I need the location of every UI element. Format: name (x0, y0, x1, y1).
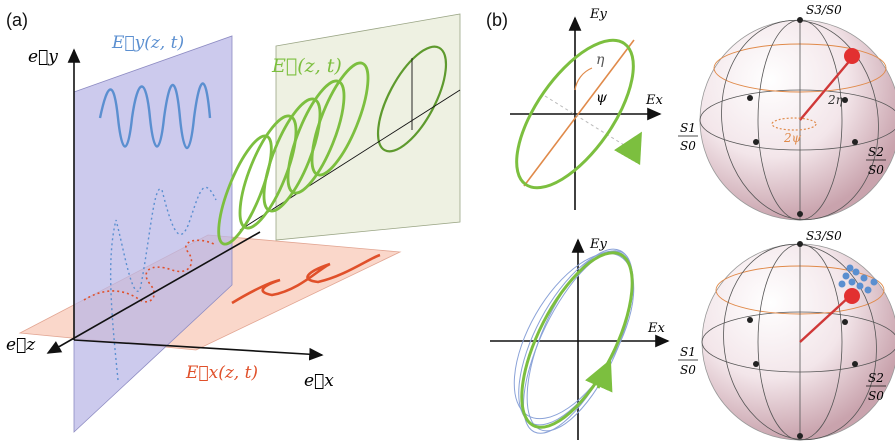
ex-label-top: Ex (645, 93, 663, 108)
poincare-sphere-top: S3/S0 S1 S0 S2 S0 2η 2ψ (678, 3, 895, 221)
rotation-arrow-top (614, 131, 642, 166)
sphere-nodes-top (747, 17, 858, 217)
ellipse-diagram-top: Ey Ex η ψ (510, 7, 663, 210)
psi-arc (574, 67, 593, 91)
green-plane-axis-h (239, 89, 461, 231)
sphere-body-top (699, 19, 895, 221)
ex-label-bottom: Ex (647, 321, 665, 336)
panel-b: (b) Ey Ex η ψ Ey (486, 3, 895, 441)
blue-dotted-wave (109, 186, 217, 381)
ez-axis (46, 231, 261, 354)
panel-a-label: (a) (6, 10, 28, 30)
ey-label-top: Ey (589, 7, 607, 22)
e-field-label: E⃗(z, t) (271, 55, 342, 77)
polarization-ellipse-bottom (520, 251, 634, 429)
s1-num-bottom: S1 (680, 345, 696, 359)
rotation-arrow-bottom (584, 359, 613, 393)
ex-axis-label: e⃗x (304, 371, 334, 391)
stokes-point-top (844, 48, 860, 64)
panel-b-label: (b) (486, 10, 508, 30)
ex-axis (73, 339, 324, 361)
s1-num-top: S1 (680, 121, 696, 135)
polarization-ellipse-top (515, 38, 635, 190)
sphere-nodes-bottom (747, 241, 858, 439)
ez-axis-label: e⃗z (6, 335, 36, 355)
noisy-ellipses (513, 248, 635, 434)
s3-label-top: S3/S0 (806, 3, 842, 17)
blue-wave (98, 82, 212, 150)
s3-label-bottom: S3/S0 (806, 229, 842, 243)
meridian-2-top (721, 19, 879, 221)
two-psi-arc (771, 117, 817, 131)
stokes-point-bottom (844, 288, 860, 304)
ellipse-diagram-bottom: Ey Ex (490, 237, 670, 440)
psi-label: ψ (596, 90, 608, 106)
major-axis-line (523, 39, 635, 187)
ey-axis-label: e⃗y (28, 47, 58, 67)
red-wave (231, 253, 381, 305)
s2-num-top: S2 (868, 145, 884, 159)
green-helix (217, 61, 370, 246)
noisy-stokes-points (838, 264, 878, 294)
ey-label-bottom: Ey (589, 237, 607, 252)
stokes-vector-top (799, 57, 853, 121)
green-plane (275, 13, 461, 241)
ex-field-label: E⃗x(z, t) (185, 363, 258, 383)
eta-label: η (596, 52, 605, 68)
s2-den-bottom: S0 (868, 389, 884, 403)
red-dotted-wave (83, 239, 215, 303)
s2-num-bottom: S2 (868, 371, 884, 385)
poincare-sphere-bottom: S3/S0 S1 S0 S2 S0 (678, 229, 895, 441)
two-eta-label: 2η (827, 93, 844, 107)
s2-den-top: S0 (868, 163, 884, 177)
s1-den-bottom: S0 (680, 363, 696, 377)
s1-den-top: S0 (680, 139, 696, 153)
stokes-vector-bottom (799, 295, 851, 343)
panel-a: (a) e⃗y e⃗z e⃗x (6, 10, 461, 433)
meridian-2-bottom (723, 243, 877, 441)
ey-field-label: E⃗y(z, t) (111, 33, 184, 53)
green-plane-ellipse (376, 45, 448, 153)
two-psi-label: 2ψ (783, 131, 802, 145)
sphere-body-bottom (701, 243, 895, 441)
